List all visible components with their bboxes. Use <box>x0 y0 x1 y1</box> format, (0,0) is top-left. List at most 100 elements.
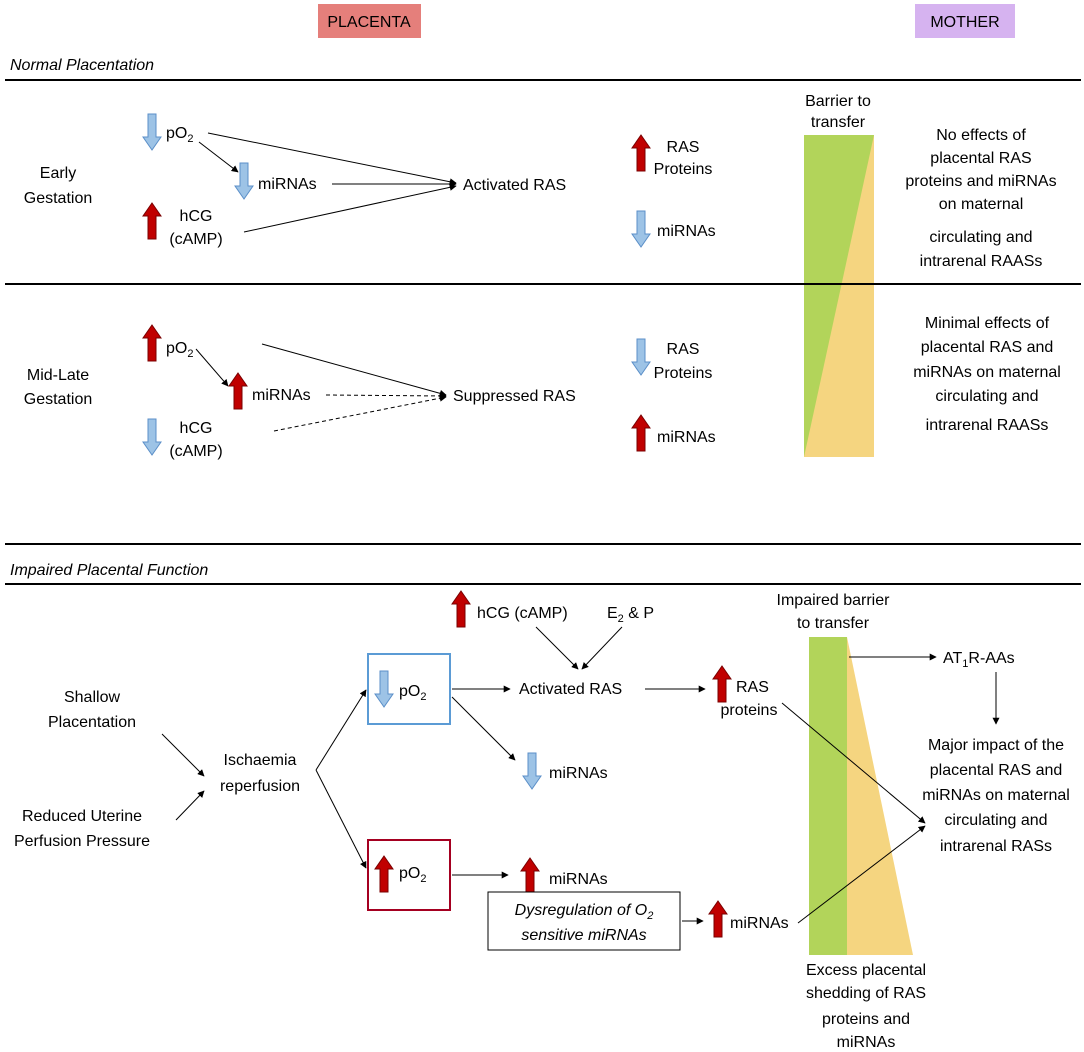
low-po2-to-mirnas-arrow <box>451 696 516 761</box>
mid-mirnas-to-ras-dashed <box>325 392 447 400</box>
svg-text:No effects of: No effects of <box>936 127 1026 144</box>
high-po2-mirnas-up-arrow-icon <box>520 857 540 895</box>
reduced-uterine-line1: Reduced Uterine <box>22 808 142 825</box>
shallow-placentation-line2: Placentation <box>48 714 136 731</box>
impaired-barrier-line2: to transfer <box>797 615 870 632</box>
ischaemia-to-high-po2-arrow <box>315 769 367 869</box>
mid-camp: (cAMP) <box>169 443 222 460</box>
early-right-mirnas: miRNAs <box>657 223 716 240</box>
e2p-to-activated-arrow <box>581 626 623 670</box>
svg-text:Major impact of the: Major impact of the <box>928 737 1064 754</box>
mid-hcg-to-ras-dashed <box>273 394 447 432</box>
mid-ras-proteins-line1: RAS <box>667 341 700 358</box>
low-po2-box <box>367 653 451 725</box>
mid-mirnas: miRNAs <box>252 387 311 404</box>
impaired-activated-ras: Activated RAS <box>519 681 622 698</box>
shallow-placentation-line1: Shallow <box>64 689 120 706</box>
ischaemia-line1: Ischaemia <box>224 752 297 769</box>
hcg-to-activated-arrow <box>535 626 579 670</box>
ischaemia-to-low-po2-arrow <box>315 689 367 771</box>
mid-effects-text: Minimal effects of placental RAS and miR… <box>913 315 1061 434</box>
high-po2-up-arrow-icon <box>374 855 394 893</box>
svg-text:on maternal: on maternal <box>939 196 1024 213</box>
svg-text:miRNAs on maternal: miRNAs on maternal <box>922 787 1070 804</box>
barrier-label-line2: transfer <box>811 114 866 131</box>
normal-barrier-yellow <box>804 135 874 457</box>
early-po2-down-arrow-icon <box>142 113 162 151</box>
mother-header: MOTHER <box>930 14 999 31</box>
dysregulation-mirnas-up-arrow-icon <box>708 900 728 938</box>
mid-po2: pO2 <box>166 340 193 360</box>
mid-gestation-label-line1: Mid-Late <box>27 367 89 384</box>
impaired-barrier-yellow <box>847 637 913 955</box>
mid-line-to-ras <box>261 343 447 397</box>
early-gestation-label-line2: Gestation <box>24 190 92 207</box>
excess-shedding-text: Excess placental shedding of RAS protein… <box>806 962 926 1051</box>
svg-text:proteins and: proteins and <box>822 1011 910 1028</box>
svg-text:circulating and: circulating and <box>944 812 1047 829</box>
svg-text:miRNAs: miRNAs <box>837 1034 896 1051</box>
early-po2: pO2 <box>166 125 193 145</box>
mid-mirnas-up-arrow-icon <box>228 372 248 410</box>
barrier-label-line1: Barrier to <box>805 93 871 110</box>
at1r-aas: AT1R-AAs <box>943 650 1015 670</box>
low-po2-down-arrow-icon <box>374 670 394 708</box>
dysregulation-mirnas: miRNAs <box>730 915 789 932</box>
mid-hcg-down-arrow-icon <box>142 418 162 456</box>
major-impact-text: Major impact of the placental RAS and mi… <box>922 737 1070 855</box>
ischaemia-line2: reperfusion <box>220 778 300 795</box>
impaired-hcg-up-arrow-icon <box>451 590 471 628</box>
impaired-ras-up-arrow-icon <box>712 665 732 703</box>
impaired-barrier-line1: Impaired barrier <box>777 592 891 609</box>
high-po2: pO2 <box>399 865 426 885</box>
early-mirnas: miRNAs <box>258 176 317 193</box>
reduced-to-ischaemia-arrow <box>175 790 205 821</box>
mirnas-to-impact-arrow <box>797 825 926 924</box>
impaired-ras-proteins-line1: RAS <box>736 679 769 696</box>
mid-right-mirnas-up-arrow-icon <box>631 414 651 452</box>
early-ras-up-arrow-icon <box>631 134 651 172</box>
high-po2-mirnas: miRNAs <box>549 871 608 888</box>
early-activated-ras: Activated RAS <box>463 177 566 194</box>
placenta-header-box <box>318 4 421 38</box>
svg-text:circulating and: circulating and <box>929 229 1032 246</box>
svg-text:shedding of RAS: shedding of RAS <box>806 985 926 1002</box>
ras-proteins-to-impact-arrow <box>781 702 926 824</box>
svg-text:intrarenal RASs: intrarenal RASs <box>940 838 1052 855</box>
dysregulation-box <box>487 891 681 951</box>
dysregulation-line1: Dysregulation of O2 <box>515 902 654 922</box>
impaired-section-title: Impaired Placental Function <box>10 562 208 579</box>
svg-text:intrarenal RAASs: intrarenal RAASs <box>926 417 1049 434</box>
mid-ras-proteins-line2: Proteins <box>654 365 713 382</box>
placenta-header: PLACENTA <box>327 14 411 31</box>
low-po2: pO2 <box>399 683 426 703</box>
early-gestation-label-line1: Early <box>40 165 76 182</box>
early-camp: (cAMP) <box>169 231 222 248</box>
low-po2-mirnas: miRNAs <box>549 765 608 782</box>
svg-text:Excess placental: Excess placental <box>806 962 926 979</box>
mid-right-mirnas: miRNAs <box>657 429 716 446</box>
early-effects-text: No effects of placental RAS proteins and… <box>905 127 1056 270</box>
early-hcg-to-ras-arrow <box>243 183 457 233</box>
mid-po2-up-arrow-icon <box>142 324 162 362</box>
mid-hcg: hCG <box>180 420 213 437</box>
svg-text:placental RAS and: placental RAS and <box>921 339 1054 356</box>
svg-text:miRNAs on maternal: miRNAs on maternal <box>913 364 1061 381</box>
mid-suppressed-ras: Suppressed RAS <box>453 388 576 405</box>
svg-text:placental RAS: placental RAS <box>930 150 1031 167</box>
mid-gestation-label-line2: Gestation <box>24 391 92 408</box>
high-po2-box <box>367 839 451 911</box>
mid-ras-down-arrow-icon <box>631 338 651 376</box>
early-po2-to-ras-arrow <box>207 132 457 186</box>
low-po2-mirnas-down-arrow-icon <box>522 752 542 790</box>
early-mirnas-down-arrow-icon <box>234 162 254 200</box>
impaired-barrier-green <box>809 637 847 955</box>
svg-text:intrarenal RAASs: intrarenal RAASs <box>920 253 1043 270</box>
dysregulation-line2: sensitive miRNAs <box>521 927 646 944</box>
early-hcg: hCG <box>180 208 213 225</box>
mother-header-box <box>915 4 1015 38</box>
normal-section-title: Normal Placentation <box>10 57 154 74</box>
early-ras-proteins-line2: Proteins <box>654 161 713 178</box>
svg-text:Minimal effects of: Minimal effects of <box>925 315 1050 332</box>
